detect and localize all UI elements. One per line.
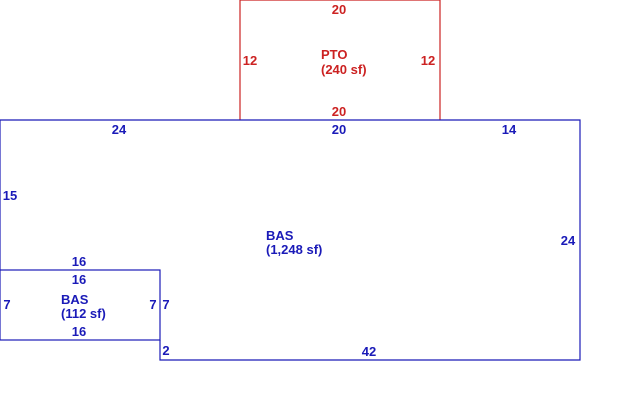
addition-dim-top-outer: 16	[72, 254, 86, 269]
addition-dim-left: 7	[3, 297, 10, 312]
main-building-outline	[0, 119, 581, 361]
patio-code: PTO	[321, 47, 348, 62]
patio-dim-bottom: 20	[332, 104, 346, 119]
addition-dim-bottom: 16	[72, 324, 86, 339]
addition-dim-top-inner: 16	[72, 272, 86, 287]
addition-code: BAS	[61, 292, 89, 307]
main-dim-bottom-step: 2	[162, 343, 169, 358]
main-area: (1,248 sf)	[266, 242, 322, 257]
patio-dim-top: 20	[332, 2, 346, 17]
patio-dim-left: 12	[243, 53, 257, 68]
main-dim-right: 24	[561, 233, 576, 248]
patio-outline	[239, 0, 441, 120]
addition-dim-right-inner: 7	[149, 297, 156, 312]
main-dim-top-right: 14	[502, 122, 517, 137]
main-dim-bottom: 42	[362, 344, 376, 359]
patio-dim-right: 12	[421, 53, 435, 68]
main-dim-left: 15	[3, 188, 17, 203]
main-code: BAS	[266, 228, 294, 243]
addition-outline	[0, 269, 161, 341]
addition-dim-right-outer: 7	[162, 297, 169, 312]
patio-area: (240 sf)	[321, 62, 367, 77]
addition-area: (112 sf)	[61, 306, 106, 321]
main-dim-top-mid: 20	[332, 122, 346, 137]
main-dim-top-left: 24	[112, 122, 127, 137]
